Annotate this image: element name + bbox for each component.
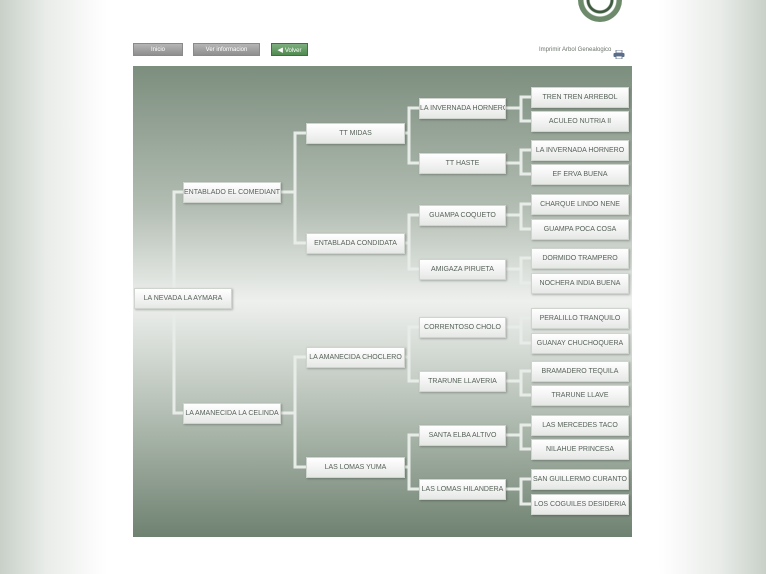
pedigree-node-gen4[interactable]: LA INVERNADA HORNERO bbox=[531, 140, 629, 161]
pedigree-node-gen4[interactable]: PERALILLO TRANQUILO bbox=[531, 308, 629, 329]
pedigree-node-gen3[interactable]: LA INVERNADA HORNERO bbox=[419, 98, 506, 119]
pedigree-node-gen4[interactable]: DORMIDO TRAMPERO bbox=[531, 248, 629, 269]
printer-icon[interactable] bbox=[613, 46, 625, 60]
pedigree-node-dam[interactable]: LA AMANECIDA LA CELINDA bbox=[183, 403, 281, 424]
home-button[interactable]: Inicio bbox=[133, 43, 183, 56]
pedigree-node-gen4[interactable]: LOS COGUILES DESIDERIA bbox=[531, 494, 629, 515]
pedigree-node-gen3[interactable]: SANTA ELBA ALTIVO bbox=[419, 425, 506, 446]
pedigree-node-gen4[interactable]: TRARUNE LLAVE bbox=[531, 385, 629, 406]
pedigree-node-sire[interactable]: ENTABLADO EL COMEDIANTE bbox=[183, 182, 281, 203]
pedigree-node-gen3[interactable]: GUAMPA COQUETO bbox=[419, 205, 506, 226]
pedigree-node-gen4[interactable]: LAS MERCEDES TACO bbox=[531, 415, 629, 436]
back-button[interactable]: ◀Volver bbox=[271, 43, 308, 56]
pedigree-node-sire-dam[interactable]: ENTABLADA CONDIDATA bbox=[306, 233, 405, 254]
pedigree-node-dam-sire[interactable]: LA AMANECIDA CHOCLERO bbox=[306, 347, 405, 368]
pedigree-node-gen4[interactable]: NILAHUE PRINCESA bbox=[531, 439, 629, 460]
pedigree-node-gen4[interactable]: EF ERVA BUENA bbox=[531, 164, 629, 185]
pedigree-node-gen3[interactable]: LAS LOMAS HILANDERA bbox=[419, 479, 506, 500]
arrow-left-icon: ◀ bbox=[277, 47, 283, 54]
pedigree-node-gen4[interactable]: TREN TREN ARREBOL bbox=[531, 87, 629, 108]
pedigree-node-gen3[interactable]: CORRENTOSO CHOLO bbox=[419, 317, 506, 338]
pedigree-node-gen4[interactable]: ACULEO NUTRIA II bbox=[531, 111, 629, 132]
tree-connectors bbox=[172, 95, 533, 506]
pedigree-node-gen3[interactable]: TRARUNE LLAVERIA bbox=[419, 371, 506, 392]
pedigree-node-gen4[interactable]: SAN GUILLERMO CURANTO bbox=[531, 469, 629, 490]
club-logo bbox=[578, 0, 622, 22]
pedigree-node-gen4[interactable]: BRAMADERO TEQUILA bbox=[531, 361, 629, 382]
pedigree-node-dam-dam[interactable]: LAS LOMAS YUMA bbox=[306, 457, 405, 478]
pedigree-node-gen4[interactable]: GUAMPA POCA COSA bbox=[531, 219, 629, 240]
pedigree-node-gen4[interactable]: CHARQUE LINDO NENE bbox=[531, 194, 629, 215]
pedigree-node-gen3[interactable]: TT HASTE bbox=[419, 153, 506, 174]
back-button-label: Volver bbox=[284, 48, 302, 54]
print-tree-link[interactable]: Imprimir Arbol Genealogico bbox=[539, 47, 612, 53]
pedigree-node-gen3[interactable]: AMIGAZA PIRUETA bbox=[419, 259, 506, 280]
pedigree-tree: LA NEVADA LA AYMARA ENTABLADO EL COMEDIA… bbox=[133, 66, 632, 537]
pedigree-node-gen4[interactable]: NOCHERA INDIA BUENA bbox=[531, 273, 629, 294]
pedigree-node-gen4[interactable]: GUANAY CHUCHOQUERA bbox=[531, 333, 629, 354]
pedigree-node-sire-sire[interactable]: TT MIDAS bbox=[306, 123, 405, 144]
pedigree-node-subject[interactable]: LA NEVADA LA AYMARA bbox=[134, 288, 232, 309]
info-button[interactable]: Ver informacion bbox=[193, 43, 260, 56]
